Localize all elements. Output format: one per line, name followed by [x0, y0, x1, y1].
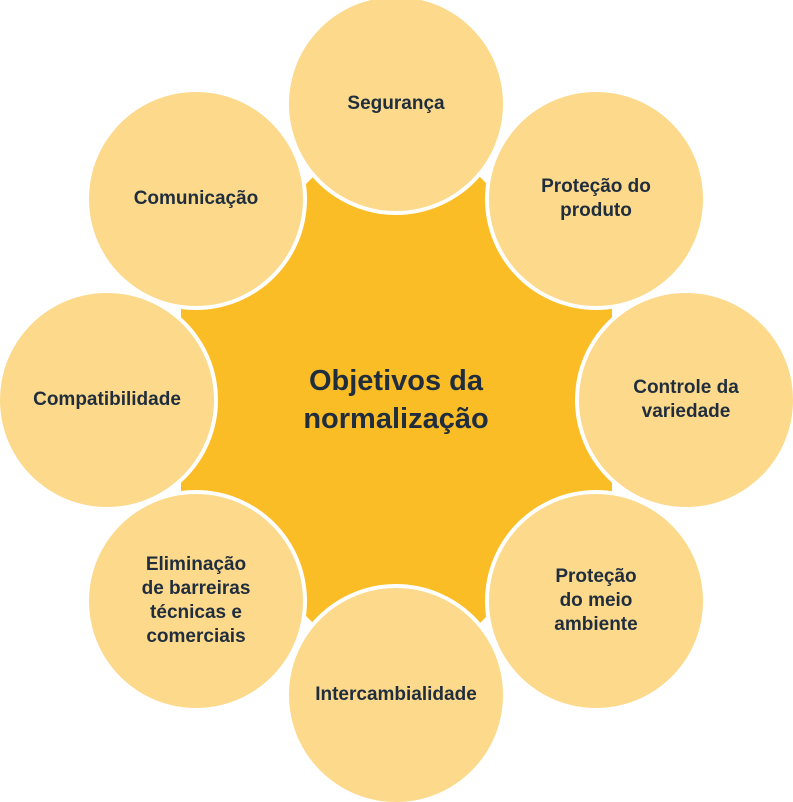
- node-label: Proteção do meio ambiente: [506, 565, 686, 637]
- node-controle-da-variedade: Controle da variedade: [579, 293, 793, 507]
- node-eliminacao-de-barreiras: Eliminação de barreiras técnicas e comer…: [89, 494, 303, 708]
- node-label-line: Intercambialidade: [315, 684, 477, 705]
- node-label: Comunicação: [106, 187, 286, 211]
- node-label-line: comerciais: [146, 626, 246, 647]
- node-label-line: de barreiras: [141, 578, 251, 599]
- node-label-line: Proteção do: [541, 176, 651, 197]
- node-label-line: do meio: [559, 590, 633, 611]
- node-label-line: ambiente: [554, 614, 638, 635]
- node-label: Segurança: [306, 92, 486, 116]
- node-label-line: Proteção: [555, 566, 637, 587]
- node-label-line: Segurança: [347, 93, 445, 114]
- node-label: Controle da variedade: [596, 376, 776, 424]
- node-intercambialidade: Intercambialidade: [289, 588, 503, 802]
- node-comunicacao: Comunicação: [89, 92, 303, 306]
- node-seguranca: Segurança: [289, 0, 503, 211]
- center-octagon: [181, 170, 612, 630]
- node-label-line: variedade: [641, 401, 731, 422]
- node-label-line: técnicas e: [150, 602, 242, 623]
- node-label-line: Controle da: [633, 377, 739, 398]
- center-title-line-1: Objetivos da: [308, 365, 484, 397]
- center-title: Objetivos da normalização: [246, 352, 546, 448]
- center-title-line-2: normalização: [303, 403, 489, 435]
- node-label: Intercambialidade: [306, 683, 486, 707]
- node-label: Eliminação de barreiras técnicas e comer…: [106, 553, 286, 649]
- node-compatibilidade: Compatibilidade: [0, 293, 214, 507]
- node-label-line: Compatibilidade: [33, 389, 181, 410]
- node-label-line: produto: [560, 200, 632, 221]
- node-label: Compatibilidade: [17, 388, 197, 412]
- node-label-line: Eliminação: [145, 554, 247, 575]
- node-label-line: Comunicação: [133, 188, 259, 209]
- node-label: Proteção do produto: [506, 175, 686, 223]
- node-protecao-do-meio-ambiente: Proteção do meio ambiente: [489, 494, 703, 708]
- node-protecao-do-produto: Proteção do produto: [489, 92, 703, 306]
